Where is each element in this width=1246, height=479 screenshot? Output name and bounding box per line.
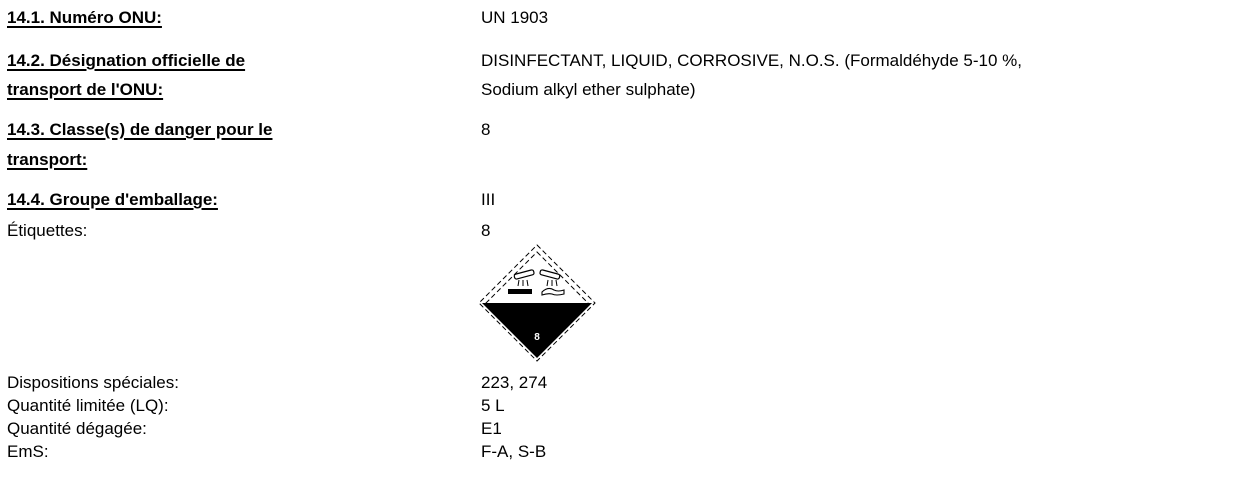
special-provisions-value: 223, 274 bbox=[481, 373, 548, 392]
excepted-quantity-value: E1 bbox=[481, 419, 502, 438]
ems-value: F-A, S-B bbox=[481, 442, 547, 461]
packing-group-value: III bbox=[481, 190, 496, 209]
shipping-name-label-line2: transport de l'ONU: bbox=[7, 80, 164, 99]
labels-label: Étiquettes: bbox=[7, 221, 88, 240]
ems-label: EmS: bbox=[7, 442, 49, 461]
hazard-class-label-line1: 14.3. Classe(s) de danger pour le bbox=[7, 120, 273, 139]
hazard-class-label-line2: transport: bbox=[7, 150, 88, 169]
limited-quantity-value: 5 L bbox=[481, 396, 505, 415]
shipping-name-value-line2: Sodium alkyl ether sulphate) bbox=[481, 80, 696, 99]
placard-bottom-half bbox=[482, 303, 592, 358]
acid-on-metal-pictogram bbox=[508, 269, 535, 294]
packing-group-label: 14.4. Groupe d'emballage: bbox=[7, 190, 218, 209]
un-number-value: UN 1903 bbox=[481, 8, 549, 27]
special-provisions-label: Dispositions spéciales: bbox=[7, 373, 179, 392]
shipping-name-value-line1: DISINFECTANT, LIQUID, CORROSIVE, N.O.S. … bbox=[481, 51, 1022, 70]
excepted-quantity-label: Quantité dégagée: bbox=[7, 419, 147, 438]
placard-inner-dashed-border bbox=[485, 251, 589, 355]
acid-on-hand-pictogram bbox=[539, 269, 565, 296]
shipping-name-label-line1: 14.2. Désignation officielle de bbox=[7, 51, 246, 70]
labels-value: 8 bbox=[481, 221, 491, 240]
corrosive-class-8-diamond-icon: 8 bbox=[478, 244, 596, 362]
hazard-class-value: 8 bbox=[481, 120, 491, 139]
placard-outer-dashed-border bbox=[478, 244, 596, 362]
limited-quantity-label: Quantité limitée (LQ): bbox=[7, 396, 169, 415]
un-number-label: 14.1. Numéro ONU: bbox=[7, 8, 162, 27]
placard-class-number: 8 bbox=[534, 332, 540, 343]
